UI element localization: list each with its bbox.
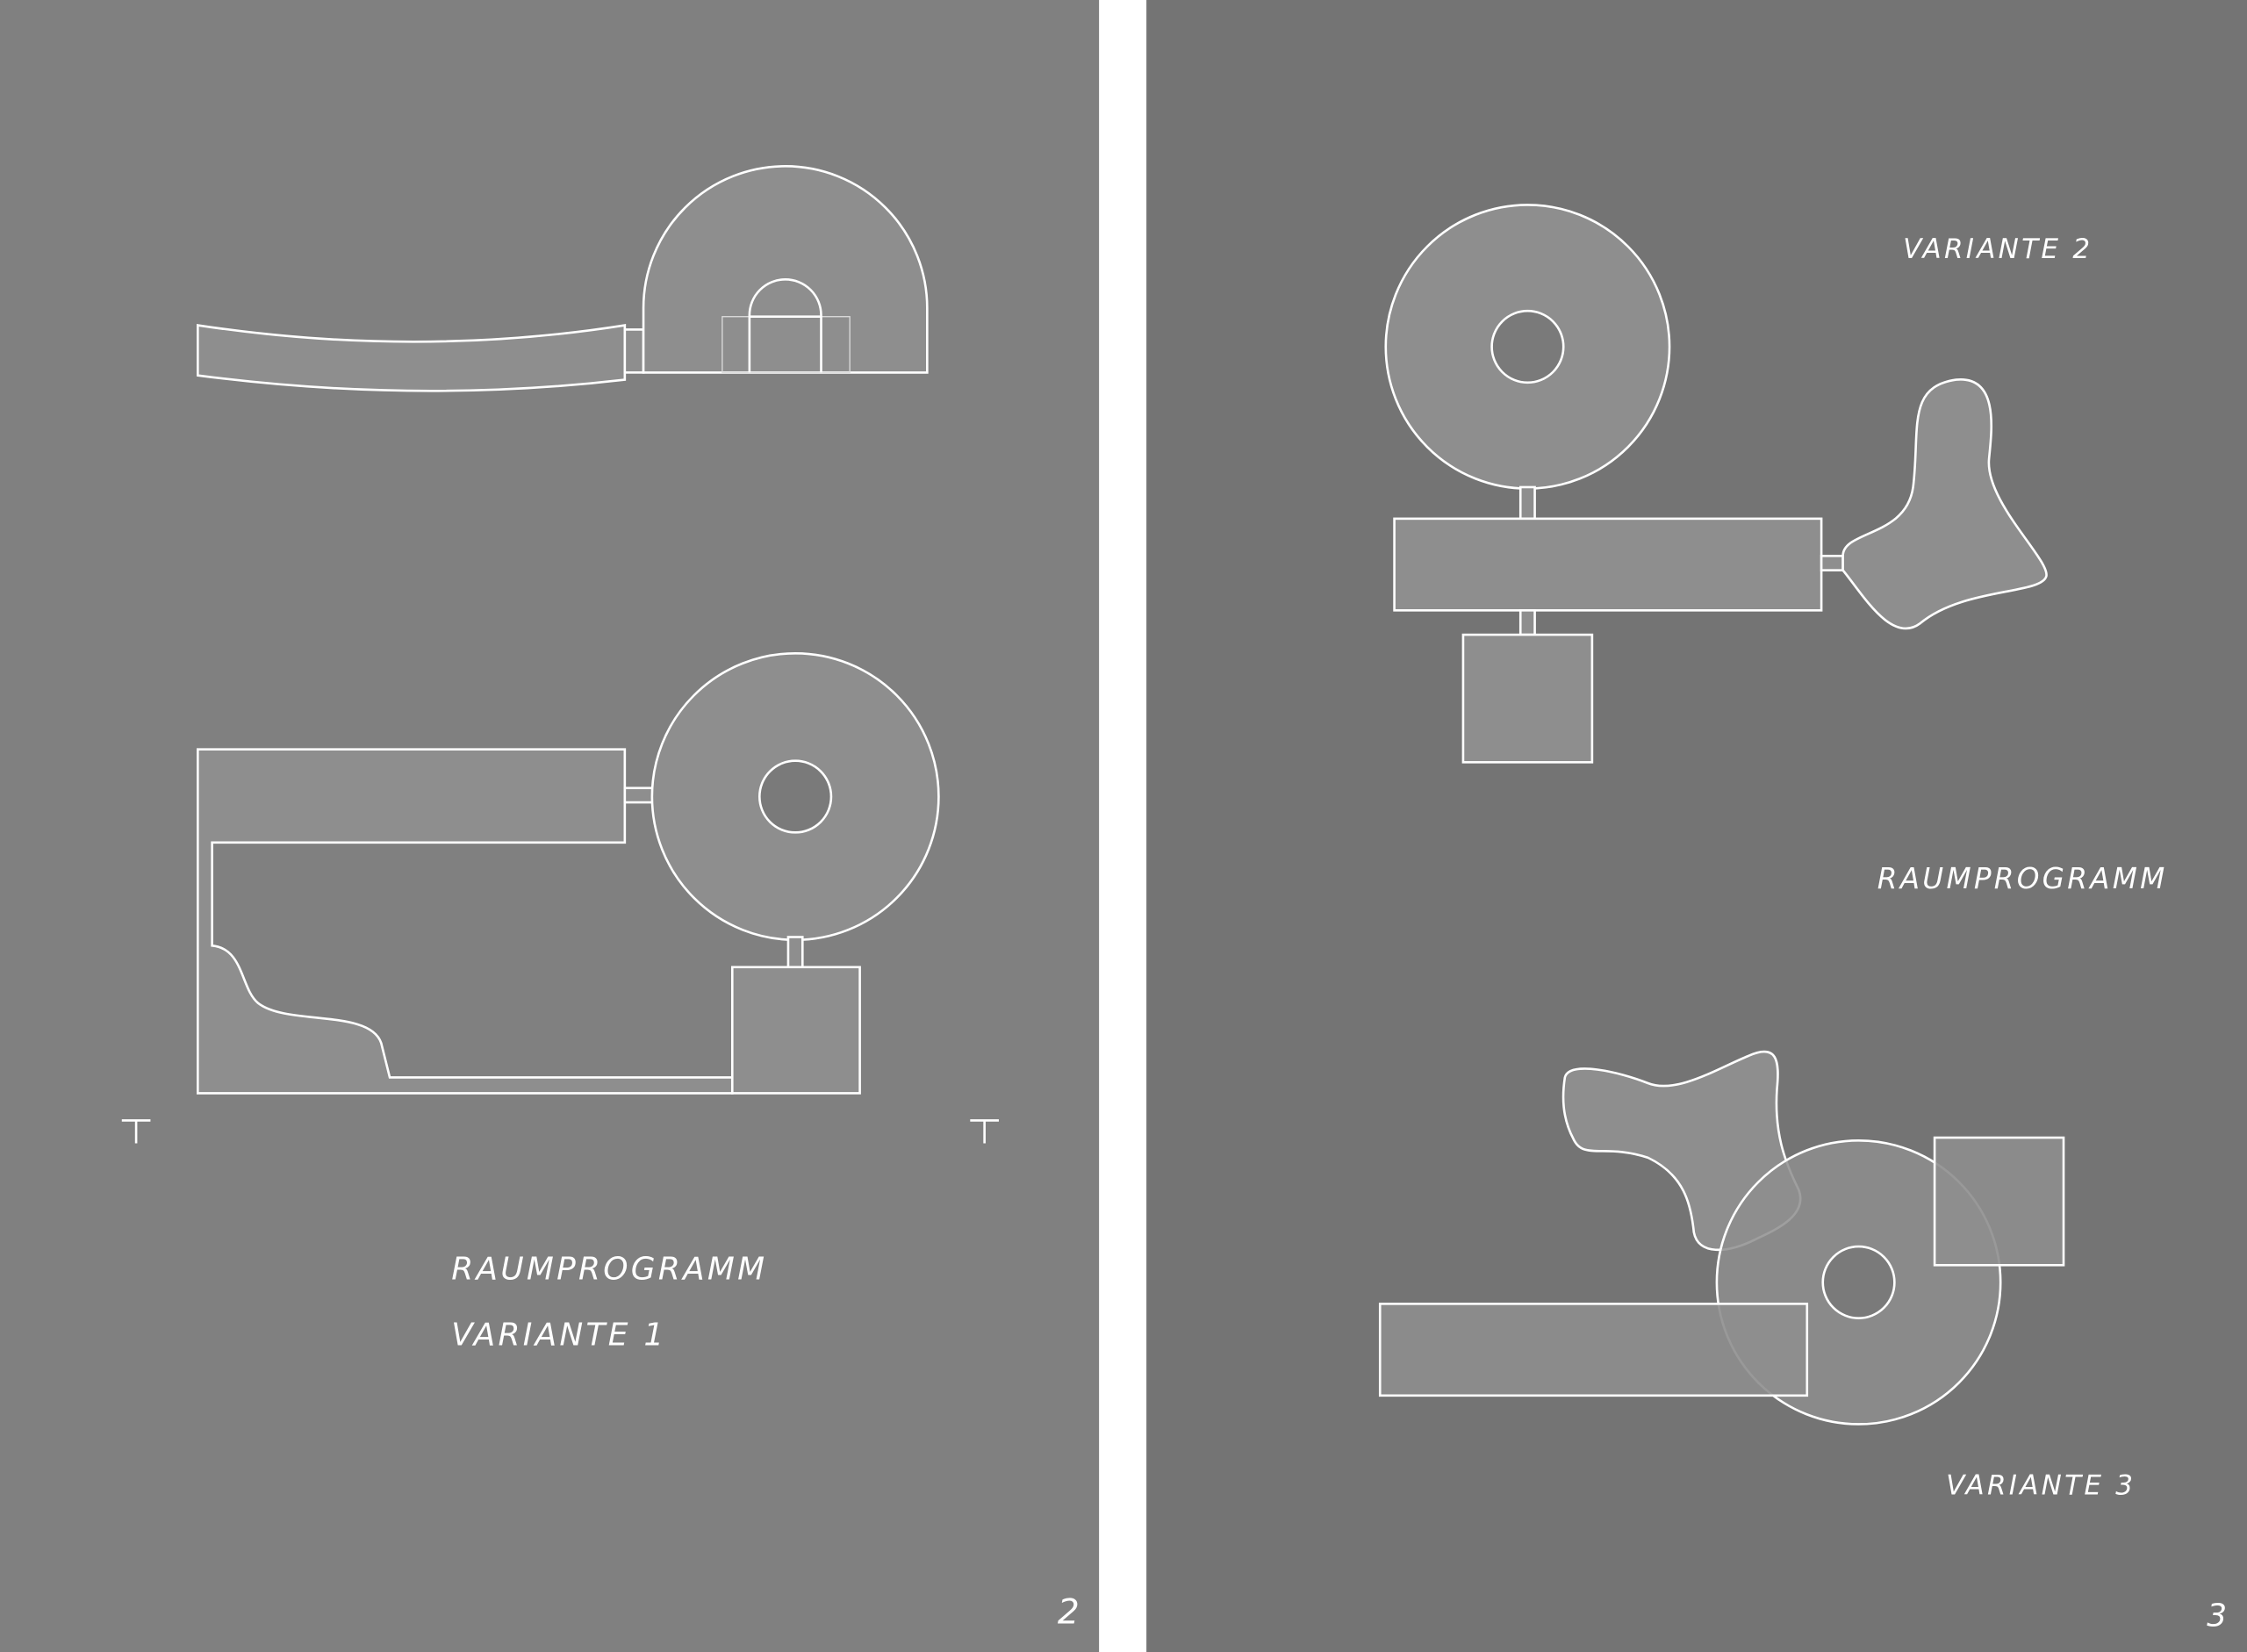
plan-variant-2 — [1384, 204, 2048, 764]
page-number-right: 3 — [2207, 1598, 2229, 1634]
side-connector — [1820, 555, 1844, 571]
section-mark-left-icon — [121, 1119, 151, 1144]
label-raumprogramm-right: RAUMPROGRAMM — [1877, 862, 2168, 895]
section-mark-right-icon — [970, 1119, 999, 1144]
label-variante-2: VARIANTE 2 — [1903, 233, 2093, 265]
bottom-connector — [1518, 609, 1536, 636]
curved-wing — [197, 323, 627, 392]
plan-variant-3 — [1378, 1050, 2065, 1426]
plan-variant-1 — [121, 652, 999, 1144]
round-room-core — [1490, 309, 1565, 384]
long-room — [1393, 517, 1823, 612]
label-raumprogramm-left: RAUMPROGRAMM — [451, 1252, 767, 1288]
l-shaped-room — [197, 748, 734, 1095]
page-number-left: 2 — [1058, 1592, 1082, 1632]
dome — [642, 165, 929, 374]
elevation-drawing — [197, 165, 929, 392]
square-room — [730, 966, 861, 1095]
top-connector — [1518, 485, 1536, 521]
round-room-core — [758, 759, 833, 834]
arch-door — [748, 278, 822, 373]
square-room — [1461, 633, 1594, 764]
long-room — [1378, 1303, 1809, 1397]
square-connector — [786, 936, 804, 969]
round-room-core — [1821, 1245, 1896, 1319]
elevation-connector — [623, 328, 645, 374]
organic-room — [1841, 378, 2048, 630]
label-variante-3: VARIANTE 3 — [1946, 1469, 2136, 1501]
square-room — [1933, 1136, 2065, 1267]
label-variante-1: VARIANTE 1 — [451, 1318, 666, 1354]
page-gutter — [1099, 0, 1147, 1652]
